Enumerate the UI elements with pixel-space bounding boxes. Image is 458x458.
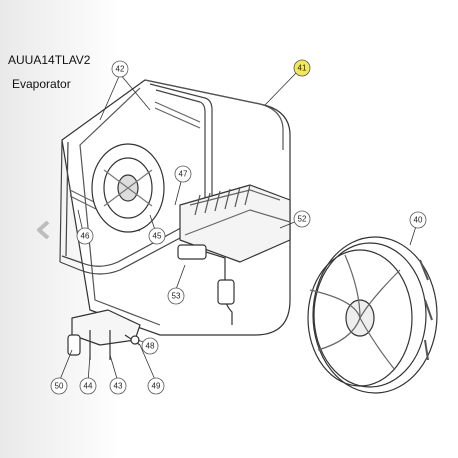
callout-53[interactable]: 53: [167, 287, 185, 305]
callout-40[interactable]: 40: [409, 211, 427, 229]
callout-52[interactable]: 52: [293, 210, 311, 228]
blower-fan: [307, 236, 438, 394]
pipe-fitting-assembly: [67, 309, 141, 360]
control-board: [179, 184, 291, 263]
callout-46[interactable]: 46: [76, 227, 94, 245]
callout-43[interactable]: 43: [109, 377, 127, 395]
callout-47[interactable]: 47: [174, 165, 192, 183]
callout-49[interactable]: 49: [147, 377, 165, 395]
svg-text:52: 52: [298, 215, 307, 224]
svg-text:45: 45: [153, 232, 162, 241]
callout-41[interactable]: 41: [293, 59, 311, 77]
callout-42[interactable]: 42: [111, 60, 129, 78]
chevron-left-icon[interactable]: [36, 221, 52, 239]
svg-text:48: 48: [146, 342, 155, 351]
svg-text:46: 46: [81, 232, 90, 241]
valve-assembly: [177, 244, 235, 325]
svg-text:49: 49: [152, 382, 161, 391]
callout-44[interactable]: 44: [79, 377, 97, 395]
svg-text:40: 40: [414, 216, 423, 225]
svg-text:53: 53: [172, 292, 181, 301]
model-title: AUUA14TLAV2: [8, 53, 91, 67]
callout-48[interactable]: 48: [141, 337, 159, 355]
svg-text:44: 44: [84, 382, 93, 391]
callout-45[interactable]: 45: [148, 227, 166, 245]
callout-50[interactable]: 50: [50, 377, 68, 395]
section-title: Evaporator: [12, 77, 71, 91]
svg-text:50: 50: [55, 382, 64, 391]
svg-text:43: 43: [114, 382, 123, 391]
svg-text:41: 41: [298, 64, 307, 73]
motor-assembly: [91, 143, 165, 233]
svg-text:47: 47: [179, 170, 188, 179]
svg-text:42: 42: [116, 65, 125, 74]
